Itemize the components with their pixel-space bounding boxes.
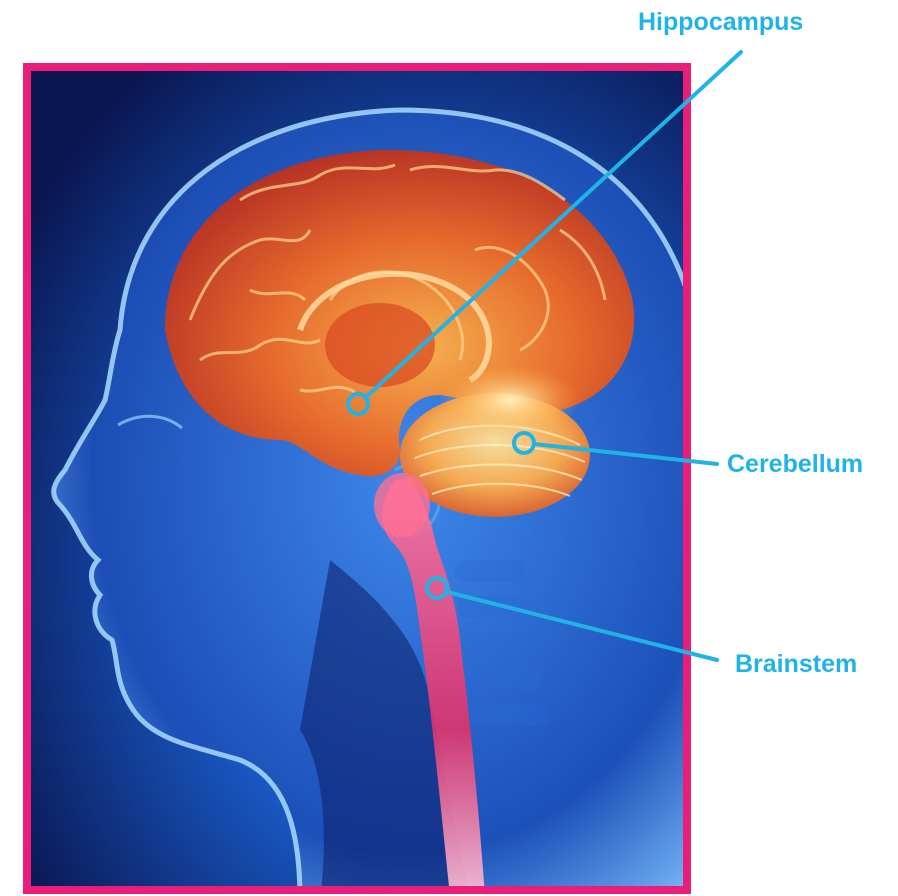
pons	[374, 473, 430, 537]
cerebellum-label: Cerebellum	[727, 452, 863, 477]
brainstem-label: Brainstem	[735, 652, 857, 677]
glow-spot	[440, 365, 580, 435]
hippocampus-label: Hippocampus	[638, 10, 803, 35]
thalamus	[325, 303, 435, 387]
